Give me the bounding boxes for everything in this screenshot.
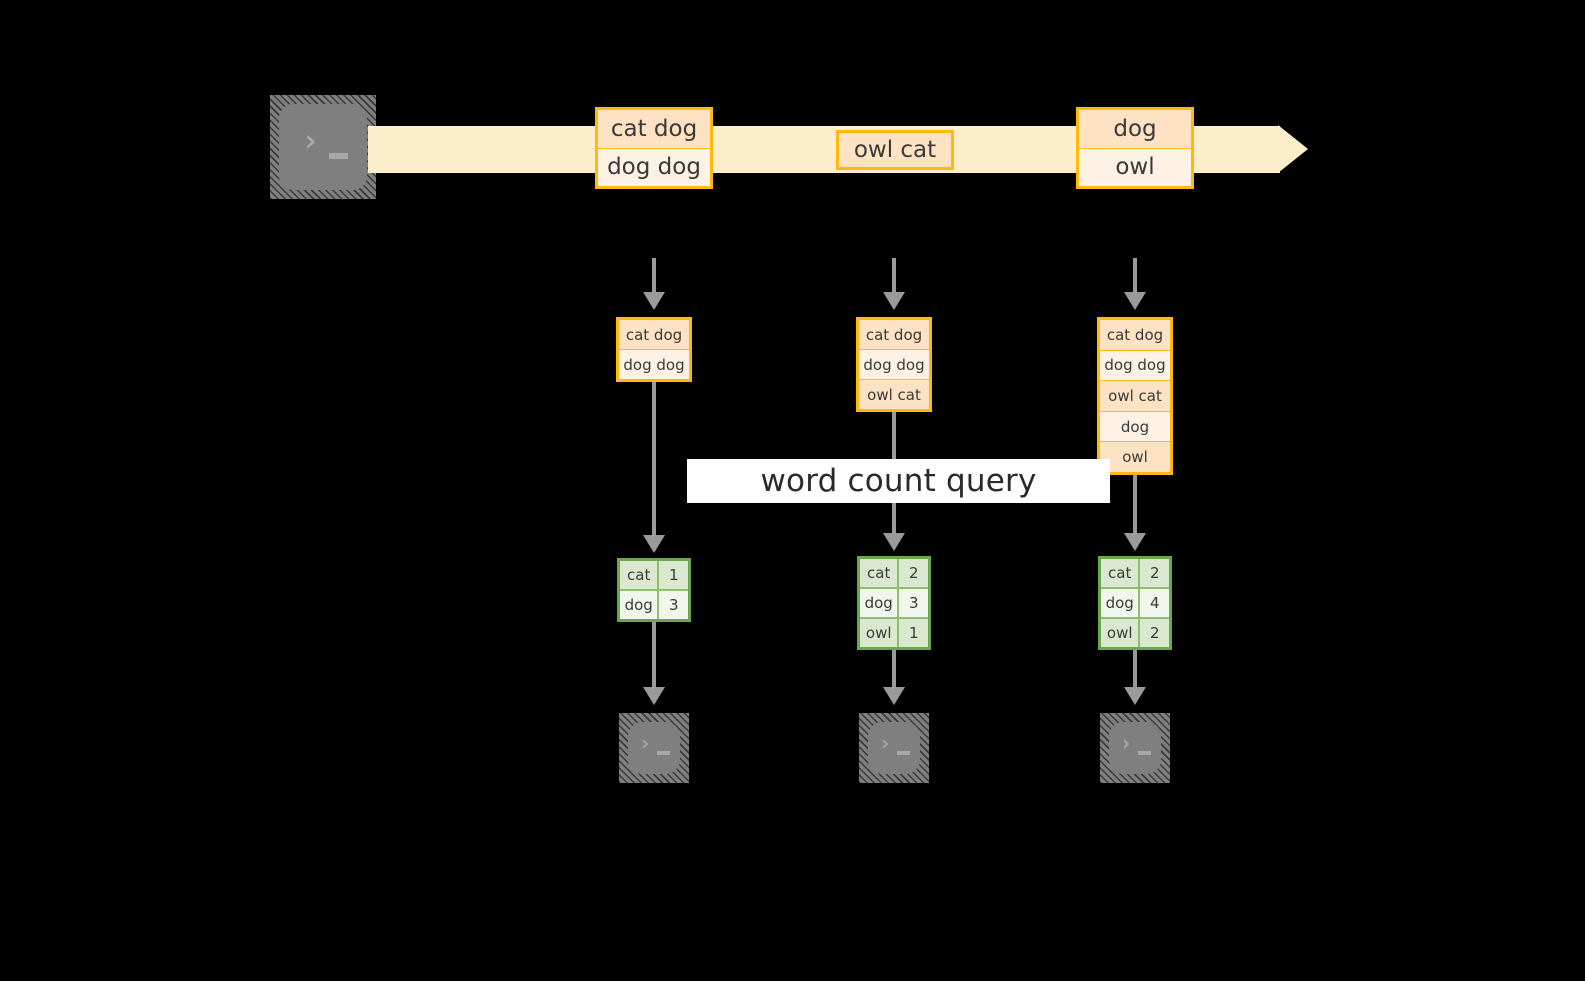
snapshot-2-result-word-3: owl (860, 619, 900, 647)
snapshot-2-result-count-1: 2 (899, 559, 928, 587)
table-row: cat 2 (1101, 559, 1169, 589)
snapshot-3-tap-line (1133, 258, 1137, 294)
snapshot-2-result-count-3: 1 (899, 619, 928, 647)
snapshot-2-sink-line (892, 650, 896, 689)
stream-event-1-line-2: dog dog (598, 148, 710, 186)
snapshot-3-sink-terminal-screen (1109, 722, 1161, 774)
table-row: dog 3 (860, 589, 928, 619)
snapshot-3-result-word-3: owl (1101, 619, 1141, 647)
snapshot-2-input-line-2: dog dog (859, 350, 929, 380)
snapshot-3-input-line-4: dog (1100, 411, 1170, 443)
source-terminal-screen (279, 104, 367, 190)
snapshot-1-result-table[interactable]: cat 1 dog 3 (617, 558, 691, 622)
snapshot-1-sink-terminal-screen (628, 722, 680, 774)
snapshot-2-sink-terminal-cursor-icon (897, 751, 910, 755)
snapshot-1-sink-arrowhead (643, 687, 665, 705)
snapshot-2-input-line-3: owl cat (859, 380, 929, 409)
snapshot-1-result-word-1: cat (620, 561, 660, 589)
snapshot-1-input-line-2: dog dog (619, 350, 689, 379)
snapshot-3-sink-terminal-prompt-icon: › (1120, 731, 1133, 755)
snapshot-3-result-word-1: cat (1101, 559, 1141, 587)
table-row: owl 1 (860, 619, 928, 647)
snapshot-2-input-box[interactable]: cat dog dog dog owl cat (856, 317, 932, 412)
table-row: cat 2 (860, 559, 928, 589)
snapshot-1-input-line-1: cat dog (619, 320, 689, 350)
stream-event-1[interactable]: cat dog dog dog (595, 107, 713, 189)
snapshot-2-sink-terminal-icon: › (859, 713, 929, 783)
stream-timeline-arrowhead (1278, 125, 1308, 173)
snapshot-2-result-word-1: cat (860, 559, 900, 587)
snapshot-3-sink-terminal-icon: › (1100, 713, 1170, 783)
snapshot-2-result-word-2: dog (860, 589, 900, 617)
snapshot-3-result-word-2: dog (1101, 589, 1141, 617)
stream-event-3-line-1: dog (1079, 110, 1191, 149)
source-terminal-prompt-icon: › (301, 123, 320, 159)
snapshot-3-result-table[interactable]: cat 2 dog 4 owl 2 (1098, 556, 1172, 650)
stream-event-3-line-2: owl (1079, 148, 1191, 186)
snapshot-1-result-count-1: 1 (659, 561, 688, 589)
snapshot-3-sink-arrowhead (1124, 687, 1146, 705)
table-row: dog 4 (1101, 589, 1169, 619)
snapshot-2-input-line-1: cat dog (859, 320, 929, 350)
snapshot-3-query-arrowhead (1124, 533, 1146, 551)
stream-event-1-line-1: cat dog (598, 110, 710, 149)
snapshot-3-input-line-3: owl cat (1100, 381, 1170, 412)
source-terminal-icon: › (270, 95, 376, 199)
snapshot-2-sink-terminal-prompt-icon: › (879, 731, 892, 755)
snapshot-3-result-count-3: 2 (1140, 619, 1169, 647)
snapshot-1-sink-terminal-prompt-icon: › (639, 731, 652, 755)
snapshot-1-sink-terminal-cursor-icon (657, 751, 670, 755)
snapshot-2-result-table[interactable]: cat 2 dog 3 owl 1 (857, 556, 931, 650)
snapshot-2-query-arrowhead (883, 533, 905, 551)
snapshot-1-result-count-2: 3 (659, 591, 688, 619)
snapshot-2-sink-terminal-screen (868, 722, 920, 774)
snapshot-2-sink-arrowhead (883, 687, 905, 705)
snapshot-3-input-box[interactable]: cat dog dog dog owl cat dog owl (1097, 317, 1173, 475)
snapshot-2-result-count-2: 3 (899, 589, 928, 617)
snapshot-1-input-box[interactable]: cat dog dog dog (616, 317, 692, 382)
table-row: cat 1 (620, 561, 688, 591)
snapshot-1-tap-line (652, 258, 656, 294)
snapshot-3-tap-arrowhead (1124, 292, 1146, 310)
snapshot-1-result-word-2: dog (620, 591, 660, 619)
table-row: dog 3 (620, 591, 688, 619)
snapshot-1-sink-line (652, 622, 656, 689)
snapshot-1-query-line (652, 382, 656, 537)
snapshot-3-query-line (1133, 475, 1137, 535)
stream-event-2[interactable]: owl cat (836, 130, 954, 170)
snapshot-3-input-line-1: cat dog (1100, 320, 1170, 351)
snapshot-3-result-count-2: 4 (1140, 589, 1169, 617)
table-row: owl 2 (1101, 619, 1169, 647)
snapshot-2-tap-line (892, 258, 896, 294)
source-terminal-cursor-icon (329, 153, 348, 159)
snapshot-3-sink-line (1133, 650, 1137, 689)
snapshot-2-tap-arrowhead (883, 292, 905, 310)
snapshot-1-query-arrowhead (643, 535, 665, 553)
query-caption-label: word count query (760, 463, 1037, 499)
snapshot-3-result-count-1: 2 (1140, 559, 1169, 587)
snapshot-3-sink-terminal-cursor-icon (1138, 751, 1151, 755)
snapshot-3-input-line-5: owl (1100, 442, 1170, 472)
snapshot-1-sink-terminal-icon: › (619, 713, 689, 783)
stream-event-2-line-1: owl cat (839, 133, 951, 167)
query-caption-band: word count query (687, 459, 1110, 503)
stream-event-3[interactable]: dog owl (1076, 107, 1194, 189)
snapshot-1-tap-arrowhead (643, 292, 665, 310)
snapshot-3-input-line-2: dog dog (1100, 350, 1170, 382)
